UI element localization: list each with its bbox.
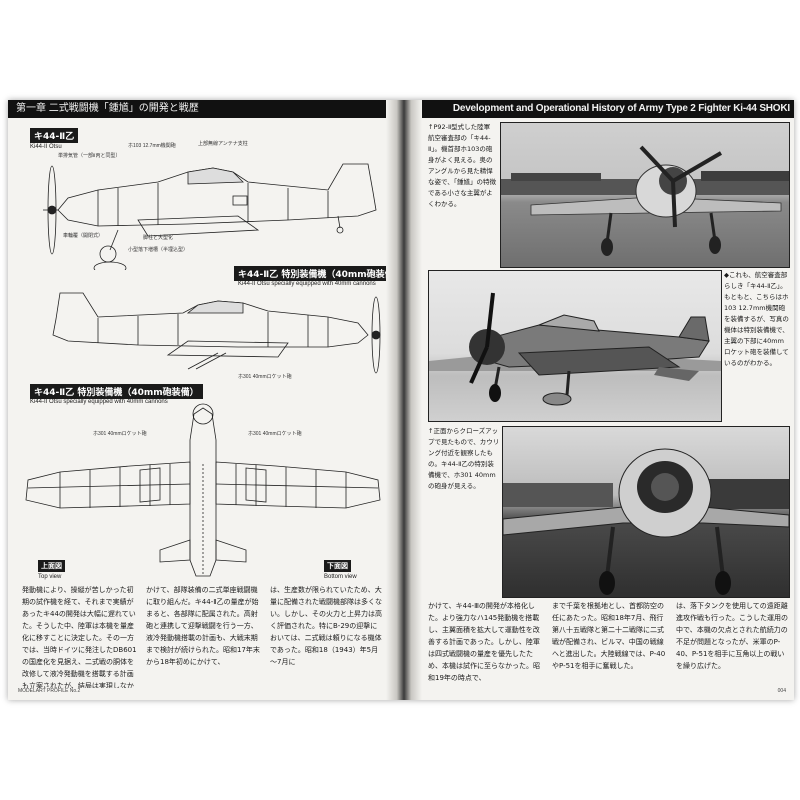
body-column-2: かけて、部隊装備の二式単座戦闘機に取り組んだ。キ44-Ⅱ乙の量産が始まると、各部… (146, 586, 260, 666)
top-view-label: 上面図 (38, 560, 65, 572)
bottom-view-label: 下面図 (324, 560, 351, 572)
book-gutter (386, 100, 422, 700)
callout-antenna: 上部無線アンテナ支柱 (198, 141, 248, 147)
photo-caption-3: ↑正面からクローズアップで見たもので、カウリング付近を観察したもの。キ44-Ⅱ乙… (428, 427, 500, 490)
plan-view-drawing (25, 403, 381, 577)
plan-diagram-subtitle: Ki44-II Otsu specially equipped with 40m… (30, 399, 168, 405)
body-column-4: かけて、キ44-Ⅲの開発が本格化した。より強力なハ145発動機を搭載し、主翼面積… (428, 602, 540, 682)
side-view-drawing-1 (43, 163, 377, 270)
photo-3 (502, 426, 790, 598)
callout-rocket-side: ホ301 40mmロケット砲 (238, 374, 292, 380)
photo-3-aircraft (503, 448, 789, 595)
footer-left: MODELART PROFILE No.2 (18, 688, 81, 694)
body-column-1: 発動機により、操縦が苦しかった初期の試作機を経て、それまで実績があったキ44の開… (22, 586, 137, 688)
body-column-6: は、落下タンクを使用しての遠距離進攻作戦も行った。こうした運用の中で、本機の欠点… (676, 602, 788, 670)
callout-rocket-right: ホ301 40mmロケット砲 (248, 431, 302, 437)
photo-1-aircraft (501, 145, 789, 256)
plan-diagram-title: キ44-Ⅱ乙 特別装備機（40mm砲装備） (30, 384, 203, 399)
middle-diagram-title: キ44-Ⅱ乙 特別装備機（40mm砲装備） (234, 266, 407, 281)
left-page-header: 第一章 二式戦闘機「鍾馗」の開発と戦歴 (8, 100, 386, 118)
body-column-3: は、生産数が限られていたため、大量に配備された戦闘機部隊は多くない。しかし、その… (270, 586, 382, 666)
top-diagram-subtitle: Ki44-II Otsu (30, 144, 62, 150)
callout-droptank: 小型落下増槽（半埋込型） (128, 247, 189, 253)
top-view-label-en: Top view (38, 574, 62, 580)
callout-wheel-cover: 車輪覆（開閉式） (63, 233, 104, 239)
book-spread: 第一章 二式戦闘機「鍾馗」の開発と戦歴 Development and Oper… (8, 100, 794, 700)
callout-gear: 脚柱と大型化 (143, 235, 174, 241)
top-diagram-title: キ44-Ⅱ乙 (30, 128, 79, 143)
callout-exhaust: 単排気管（一部Ⅱ丙と同型） (58, 153, 121, 159)
side-view-drawing-2 (52, 292, 381, 374)
bottom-view-label-en: Bottom view (324, 574, 357, 580)
photo-2 (428, 270, 722, 422)
callout-gun: ホ103 12.7mm機関砲 (128, 143, 176, 149)
callout-rocket-left: ホ301 40mmロケット砲 (93, 431, 147, 437)
photo-caption-2: ◆これも、航空審査部らしき「キ44-Ⅱ乙」。もともと、こちらはホ103 12.7… (724, 271, 789, 367)
footer-right: 004 (777, 688, 786, 694)
body-column-5: まで千葉を根拠地とし、首都防空の任にあたった。昭和18年7月、飛行第八十五戦隊と… (552, 602, 666, 670)
right-page-header: Development and Operational History of A… (422, 100, 794, 118)
photo-2-aircraft (429, 292, 721, 406)
photo-caption-1: ↑P92-Ⅱ型式した陸軍航空審査部の「キ44-Ⅱ」。機首部ホ103の砲身がよく見… (428, 123, 496, 208)
photo-1 (500, 122, 790, 268)
middle-diagram-subtitle: Ki44-II Otsu specially equipped with 40m… (238, 281, 376, 287)
